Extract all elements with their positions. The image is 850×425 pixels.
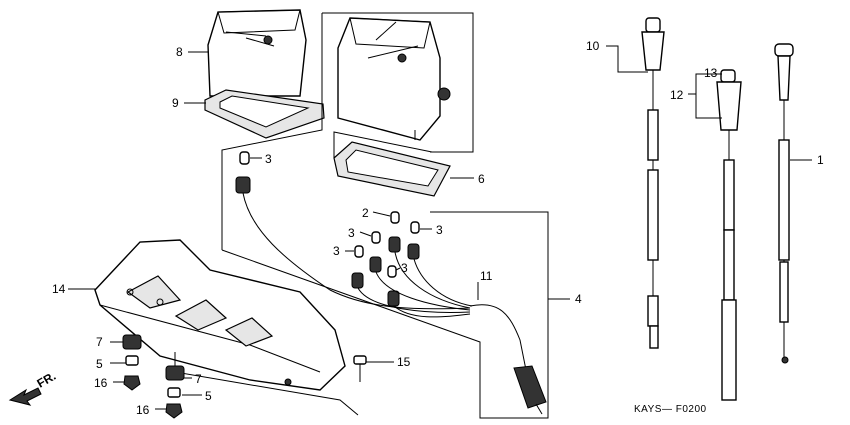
group-outline-left (221, 13, 323, 250)
leader-lines (68, 45, 812, 410)
callout-3: 3 (265, 152, 272, 166)
callout-8: 8 (176, 45, 183, 59)
cable-part-1 (774, 43, 794, 364)
callout-16: 16 (136, 403, 150, 417)
front-direction-arrow: FR. (8, 369, 59, 406)
seal-outline (333, 131, 433, 158)
callout-11: 11 (480, 269, 493, 283)
callout-5: 5 (96, 357, 103, 371)
callout-1: 1 (817, 153, 824, 167)
tachometer (337, 17, 451, 141)
callout-3: 3 (401, 261, 408, 275)
bulb-sockets-cluster (354, 211, 420, 278)
screw-part-15 (353, 355, 367, 382)
meter-cover-part-14 (94, 239, 346, 391)
callout-15: 15 (397, 355, 411, 369)
grommet-set-right (165, 365, 185, 419)
speedometer-cable-part-10 (641, 17, 665, 349)
diagram-code: KAYS— F0200 (634, 404, 707, 415)
callout-5: 5 (205, 389, 212, 403)
callout-12: 12 (670, 88, 684, 102)
callout-6: 6 (478, 172, 485, 186)
tachometer-cable-part-12 (716, 69, 742, 401)
callout-10: 10 (586, 39, 600, 53)
direction-label: FR. (35, 369, 59, 391)
callout-7: 7 (195, 372, 202, 386)
bulb-socket-upper (239, 151, 250, 165)
callout-16: 16 (94, 376, 108, 390)
callout-3: 3 (333, 244, 340, 258)
cover-outline (174, 352, 359, 416)
callout-3: 3 (348, 226, 355, 240)
grommet-set-left (122, 334, 142, 391)
callout-7: 7 (96, 335, 103, 349)
callout-13: 13 (704, 66, 718, 80)
callout-numbers: 8 9 3 6 2 3 3 3 3 11 4 14 7 5 16 7 5 16 … (52, 39, 824, 417)
callout-9: 9 (172, 96, 179, 110)
callout-3: 3 (436, 223, 443, 237)
callout-2: 2 (362, 206, 369, 220)
speedometer-part-8 (207, 9, 307, 97)
group-outline-upper (322, 12, 474, 153)
seal-part-9 (204, 89, 325, 139)
group-outline-harness (221, 211, 549, 419)
callout-4: 4 (575, 292, 582, 306)
wire-harness-part-11 (235, 176, 547, 415)
callout-14: 14 (52, 282, 66, 296)
seal-part-6 (333, 141, 451, 197)
